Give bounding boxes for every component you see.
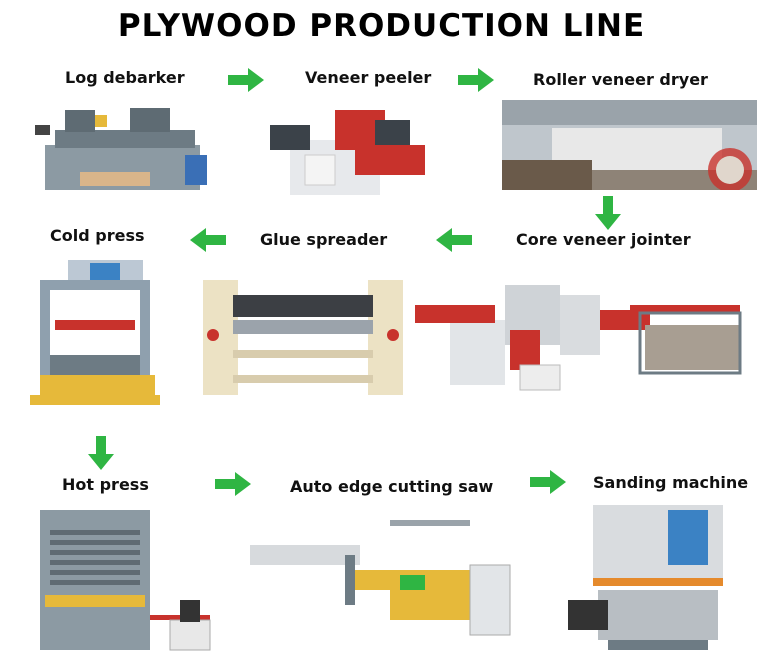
step-label-roller-veneer-dryer: Roller veneer dryer — [533, 70, 708, 89]
page-title: PLYWOOD PRODUCTION LINE — [117, 8, 646, 44]
arrow-right-icon — [228, 68, 264, 92]
core-veneer-jointer-image — [415, 285, 742, 391]
step-label-core-veneer-jointer: Core veneer jointer — [516, 230, 691, 249]
log-debarker-image — [35, 108, 207, 190]
sanding-machine-image — [568, 505, 723, 650]
arrow-down-icon — [88, 436, 114, 470]
step-label-auto-edge-cutting-saw: Auto edge cutting saw — [290, 477, 494, 496]
hot-press-image — [40, 510, 211, 651]
arrow-left-icon — [436, 228, 472, 252]
step-label-hot-press: Hot press — [62, 475, 149, 494]
auto-edge-cutting-saw-image — [250, 520, 511, 636]
step-label-log-debarker: Log debarker — [65, 68, 185, 87]
glue-spreader-image — [203, 280, 403, 395]
step-label-veneer-peeler: Veneer peeler — [305, 68, 432, 87]
veneer-peeler-image — [270, 110, 425, 195]
arrow-left-icon — [190, 228, 226, 252]
roller-veneer-dryer-image — [502, 100, 757, 190]
step-label-sanding-machine: Sanding machine — [593, 473, 749, 492]
arrow-down-icon — [595, 196, 621, 230]
step-label-cold-press: Cold press — [50, 226, 145, 245]
step-label-glue-spreader: Glue spreader — [260, 230, 388, 249]
arrow-right-icon — [215, 472, 251, 496]
arrow-right-icon — [458, 68, 494, 92]
cold-press-image — [30, 260, 160, 405]
arrow-right-icon — [530, 470, 566, 494]
